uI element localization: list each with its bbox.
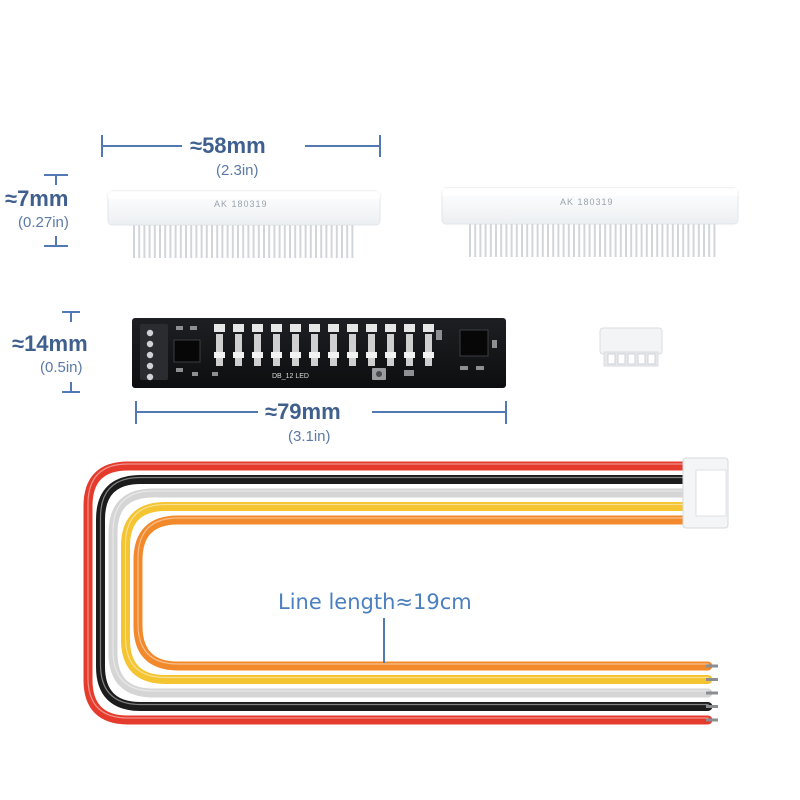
led-segment bbox=[387, 334, 394, 366]
header-right-marking: AK 180319 bbox=[560, 197, 614, 207]
led-pad bbox=[347, 352, 358, 358]
led-pad bbox=[252, 352, 263, 358]
led-pad bbox=[271, 352, 282, 358]
led-segment bbox=[273, 334, 280, 366]
wire-black-highlight bbox=[99, 476, 709, 706]
wire-harness bbox=[83, 461, 713, 725]
led-segment bbox=[368, 334, 375, 366]
board-width-dimension-line bbox=[135, 401, 507, 424]
led-segment bbox=[216, 334, 223, 366]
led-pad bbox=[423, 324, 434, 332]
wire-black bbox=[96, 475, 713, 711]
board-height-dimension-line bbox=[62, 311, 80, 393]
led-pad bbox=[290, 324, 301, 332]
led-pad bbox=[309, 352, 320, 358]
wire-yellow-highlight bbox=[124, 503, 709, 679]
header-height-dimension-line bbox=[44, 174, 68, 247]
pin-header-right bbox=[441, 187, 739, 257]
led-pad bbox=[385, 352, 396, 358]
header-width-dimension-line bbox=[101, 135, 381, 157]
led-pad bbox=[233, 324, 244, 332]
wire-white-highlight bbox=[112, 490, 709, 692]
led-pad bbox=[252, 324, 263, 332]
led-segment bbox=[349, 334, 356, 366]
header-height-label: ≈7mm bbox=[5, 186, 69, 211]
pin-header-left bbox=[107, 190, 381, 258]
led-segment bbox=[425, 334, 432, 366]
cable-housing-connector bbox=[682, 457, 729, 529]
led-pad bbox=[290, 352, 301, 358]
led-pad bbox=[366, 324, 377, 332]
led-pad bbox=[347, 324, 358, 332]
wire-red bbox=[83, 461, 713, 725]
board-height-sub-label: (0.5in) bbox=[40, 359, 83, 376]
header-width-sub-label: (2.3in) bbox=[216, 162, 259, 179]
led-pad bbox=[309, 324, 320, 332]
stripped-wire-ends bbox=[706, 664, 718, 722]
led-pad bbox=[214, 324, 225, 332]
cable-length-label: Line length≈19cm bbox=[278, 590, 472, 614]
board-width-label: ≈79mm bbox=[265, 399, 341, 424]
led-pad bbox=[366, 352, 377, 358]
led-pcb-board bbox=[132, 318, 506, 388]
led-pad bbox=[423, 352, 434, 358]
led-segment bbox=[311, 334, 318, 366]
led-pad bbox=[404, 352, 415, 358]
pcb-silkscreen-label: DB_12 LED bbox=[272, 373, 309, 380]
header-width-label: ≈58mm bbox=[190, 133, 266, 158]
led-pad bbox=[233, 352, 244, 358]
led-segment bbox=[235, 334, 242, 366]
led-segment bbox=[330, 334, 337, 366]
board-height-label: ≈14mm bbox=[12, 331, 88, 356]
led-segment bbox=[406, 334, 413, 366]
wire-white bbox=[108, 488, 713, 698]
led-segment bbox=[254, 334, 261, 366]
led-pad bbox=[328, 324, 339, 332]
board-width-sub-label: (3.1in) bbox=[288, 428, 331, 445]
wire-orange bbox=[133, 515, 713, 671]
led-pad bbox=[404, 324, 415, 332]
header-height-sub-label: (0.27in) bbox=[18, 214, 69, 231]
wire-orange-highlight bbox=[137, 517, 709, 665]
led-segment bbox=[292, 334, 299, 366]
jst-connector-small bbox=[599, 327, 663, 367]
led-pad bbox=[271, 324, 282, 332]
header-left-marking: AK 180319 bbox=[214, 199, 268, 209]
wire-yellow bbox=[121, 502, 713, 684]
led-pad bbox=[214, 352, 225, 358]
led-pad bbox=[328, 352, 339, 358]
led-pad bbox=[385, 324, 396, 332]
wire-red-highlight bbox=[87, 463, 709, 719]
